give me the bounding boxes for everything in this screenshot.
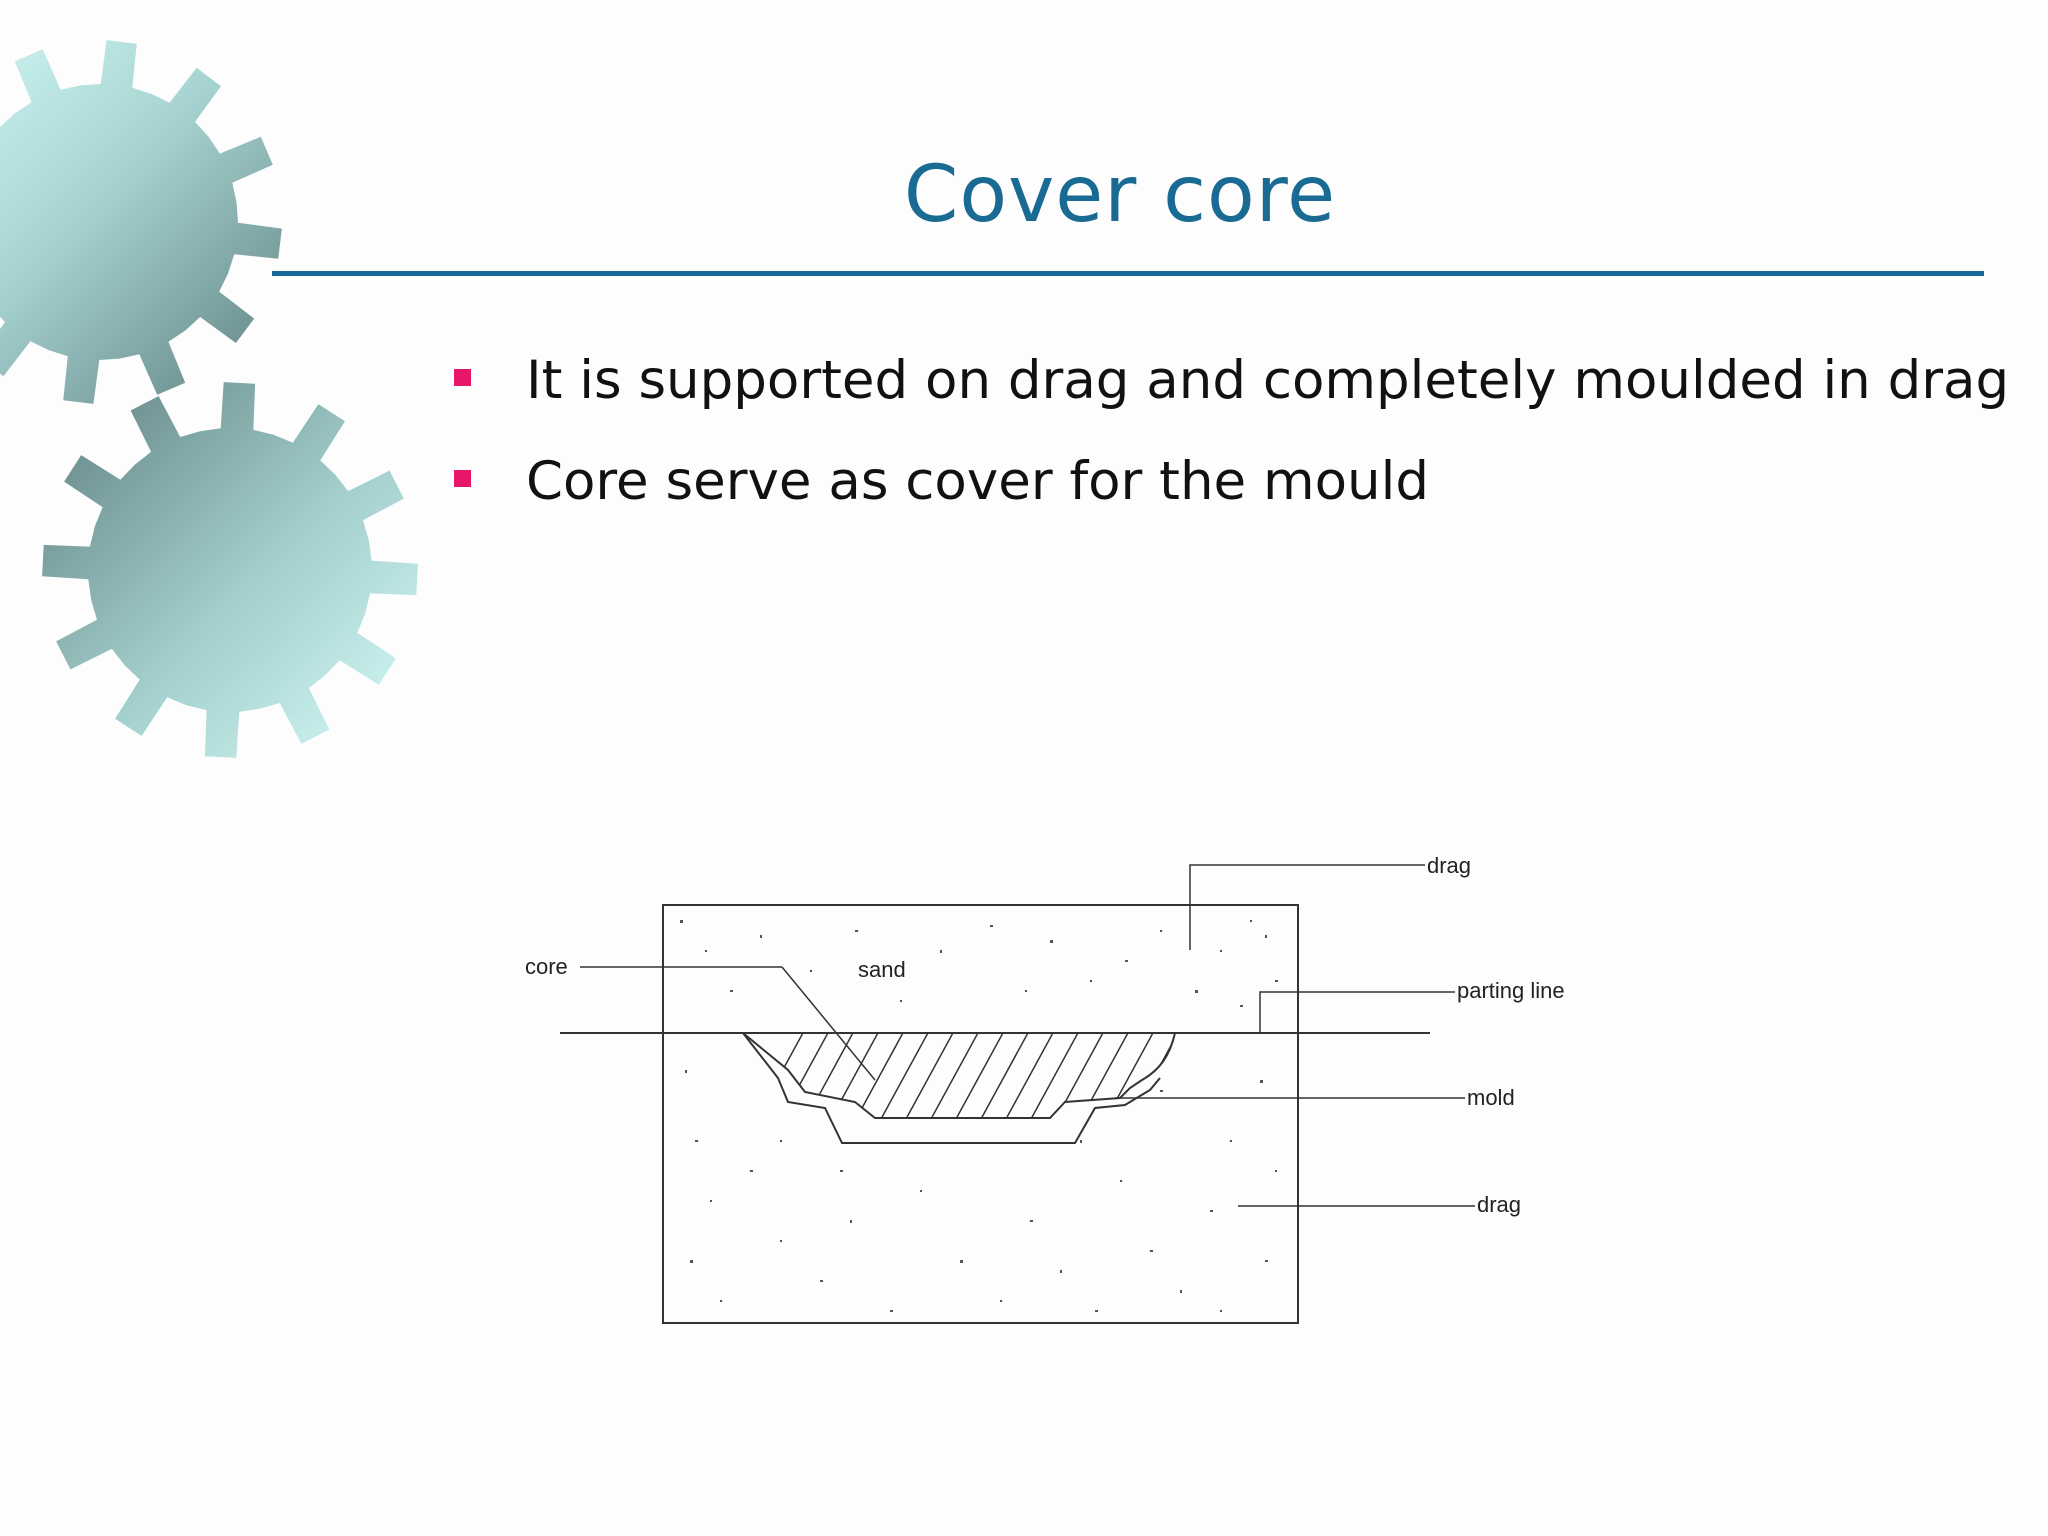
drag-top-leader bbox=[1189, 864, 1425, 950]
drag-box bbox=[662, 904, 1299, 1324]
core-hatching bbox=[749, 1033, 1175, 1118]
bullet-marker-icon bbox=[454, 470, 471, 487]
bullet-marker-icon bbox=[454, 369, 471, 386]
gear-icon bbox=[42, 382, 418, 758]
title-underline bbox=[272, 271, 1984, 276]
label-sand: sand bbox=[858, 957, 906, 982]
gear-icon bbox=[0, 40, 282, 404]
bullet-text: Core serve as cover for the mould bbox=[526, 451, 1430, 512]
bullet-item: Core serve as cover for the mould bbox=[452, 441, 2012, 522]
bullet-item: It is supported on drag and completely m… bbox=[452, 340, 2012, 421]
parting-line-leader bbox=[1259, 991, 1455, 1033]
label-drag-bottom: drag bbox=[1477, 1192, 1521, 1217]
sand-speckles bbox=[680, 920, 1278, 1312]
label-core: core bbox=[525, 954, 568, 979]
label-parting-line: parting line bbox=[1457, 978, 1565, 1003]
label-drag-top: drag bbox=[1427, 853, 1471, 878]
cover-core-diagram: drag core sand parting line mold drag bbox=[525, 853, 1565, 1324]
label-mold: mold bbox=[1467, 1085, 1515, 1110]
gear-decoration bbox=[0, 40, 418, 758]
core-outline bbox=[742, 1032, 1176, 1119]
bullet-list: It is supported on drag and completely m… bbox=[452, 340, 2012, 542]
slide-title: Cover core bbox=[903, 150, 1337, 240]
bullet-text: It is supported on drag and completely m… bbox=[526, 350, 2010, 411]
core-leader-b bbox=[781, 966, 876, 1081]
